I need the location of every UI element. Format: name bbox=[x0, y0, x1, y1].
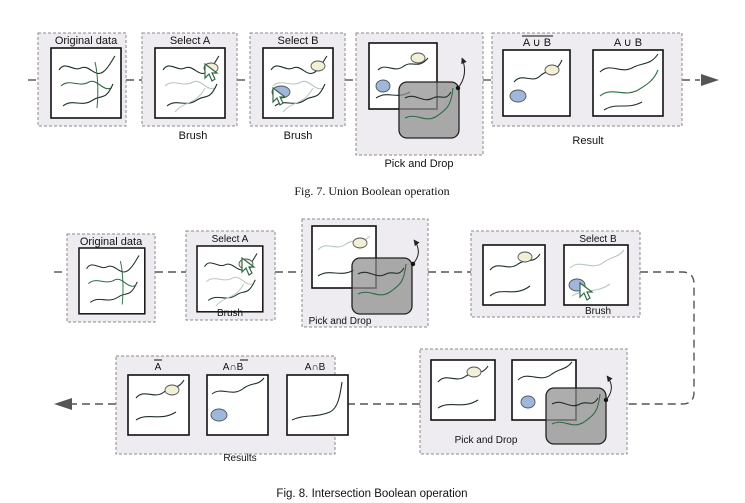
step-sublabel: Brush bbox=[179, 130, 208, 142]
step-sublabel: Brush bbox=[585, 306, 611, 317]
data-thumbnail bbox=[482, 244, 546, 306]
data-curve bbox=[599, 69, 659, 97]
data-thumbnail bbox=[311, 225, 377, 289]
data-curve bbox=[135, 379, 185, 399]
selection-blob-a bbox=[517, 251, 533, 263]
figure7-union: Original data Select A Brush Select B Br… bbox=[28, 32, 719, 198]
data-thumbnail bbox=[196, 245, 264, 313]
drag-arrow bbox=[457, 57, 467, 89]
result-label-complement-a: A bbox=[155, 362, 162, 373]
selection-blob-b bbox=[210, 408, 228, 422]
result-label-complement-union: A ∪ B bbox=[523, 37, 551, 49]
selection-blob-b bbox=[520, 395, 536, 409]
step-sublabel: Result bbox=[572, 135, 603, 147]
data-curve bbox=[291, 381, 343, 421]
drag-arrow bbox=[412, 239, 420, 265]
step-select-a: Select A Brush bbox=[141, 32, 238, 142]
selection-blob-a bbox=[410, 52, 426, 64]
step-original-data: Original data bbox=[66, 233, 156, 323]
return-flow-arrow bbox=[627, 271, 695, 405]
dragged-selection-box bbox=[351, 257, 413, 315]
step-pick-and-drop: Pick and Drop bbox=[355, 32, 484, 170]
data-curve bbox=[603, 101, 643, 111]
data-thumbnail bbox=[154, 47, 226, 119]
result-thumbnail bbox=[127, 374, 190, 436]
data-thumbnail bbox=[78, 247, 146, 315]
data-curve bbox=[517, 361, 573, 381]
data-thumbnail bbox=[50, 47, 122, 119]
step-label: Original data bbox=[80, 236, 143, 248]
figure7-caption: Fig. 7. Union Boolean operation bbox=[294, 184, 449, 198]
selection-blob-b bbox=[375, 79, 391, 93]
data-curve bbox=[377, 57, 429, 71]
data-thumbnail bbox=[563, 244, 629, 306]
data-curve bbox=[135, 411, 177, 421]
result-label-a-and-not-b: A∩B bbox=[223, 362, 244, 373]
step-select-b: Select B Brush bbox=[470, 230, 641, 318]
result-thumbnail bbox=[206, 374, 269, 436]
step-label: Select B bbox=[579, 234, 617, 245]
step-label: Select A bbox=[212, 234, 249, 245]
selection-blob-b bbox=[509, 89, 527, 103]
data-curve bbox=[489, 285, 531, 297]
step-sublabel: Brush bbox=[217, 308, 243, 319]
step-results: A A∩B A∩B Results bbox=[115, 355, 349, 464]
step-select-a: Select A Brush bbox=[185, 230, 276, 321]
step-pick-and-drop-2: Pick and Drop bbox=[419, 348, 628, 455]
step-select-b: Select B Brush bbox=[249, 32, 346, 142]
result-label-union: A ∪ B bbox=[614, 37, 642, 49]
result-thumbnail bbox=[502, 49, 571, 117]
data-curve bbox=[599, 53, 659, 73]
data-curve bbox=[489, 253, 541, 271]
result-thumbnail bbox=[286, 374, 349, 436]
step-result: A ∪ B A ∪ B Result bbox=[491, 32, 683, 147]
flow-arrow-head bbox=[701, 74, 719, 86]
step-original-data: Original data bbox=[37, 32, 127, 127]
selection-blob-a bbox=[466, 366, 482, 378]
data-curve bbox=[317, 269, 355, 277]
step-label: Select A bbox=[170, 35, 211, 47]
data-curve bbox=[437, 399, 479, 409]
step-sublabel: Pick and Drop bbox=[309, 316, 372, 327]
step-label: Original data bbox=[55, 35, 118, 47]
step-sublabel: Brush bbox=[284, 130, 313, 142]
data-curve bbox=[437, 365, 489, 383]
result-label-a-and-b: A∩B bbox=[305, 362, 326, 373]
result-label-b-complement-part: B bbox=[237, 362, 244, 373]
step-label: Select B bbox=[278, 35, 319, 47]
step-sublabel: Pick and Drop bbox=[384, 158, 453, 170]
flow-arrow-head bbox=[54, 398, 72, 410]
selection-blob-a bbox=[164, 384, 180, 396]
data-curve bbox=[569, 249, 625, 269]
drag-arrow bbox=[605, 375, 613, 401]
data-curve bbox=[211, 377, 265, 395]
selection-blob-a bbox=[544, 64, 560, 76]
dragged-selection-box bbox=[398, 81, 460, 139]
selection-blob-a bbox=[352, 237, 368, 249]
step-pick-and-drop-1: Pick and Drop bbox=[301, 218, 429, 328]
step-sublabel: Results bbox=[223, 453, 256, 464]
figure8-intersection: Original data Select A Brush Pick and Dr… bbox=[54, 218, 695, 500]
dragged-selection-box bbox=[545, 387, 607, 445]
figure8-caption: Fig. 8. Intersection Boolean operation bbox=[276, 488, 467, 500]
data-thumbnail bbox=[262, 47, 334, 119]
selection-blob-a bbox=[310, 60, 326, 72]
step-sublabel: Pick and Drop bbox=[455, 435, 518, 446]
